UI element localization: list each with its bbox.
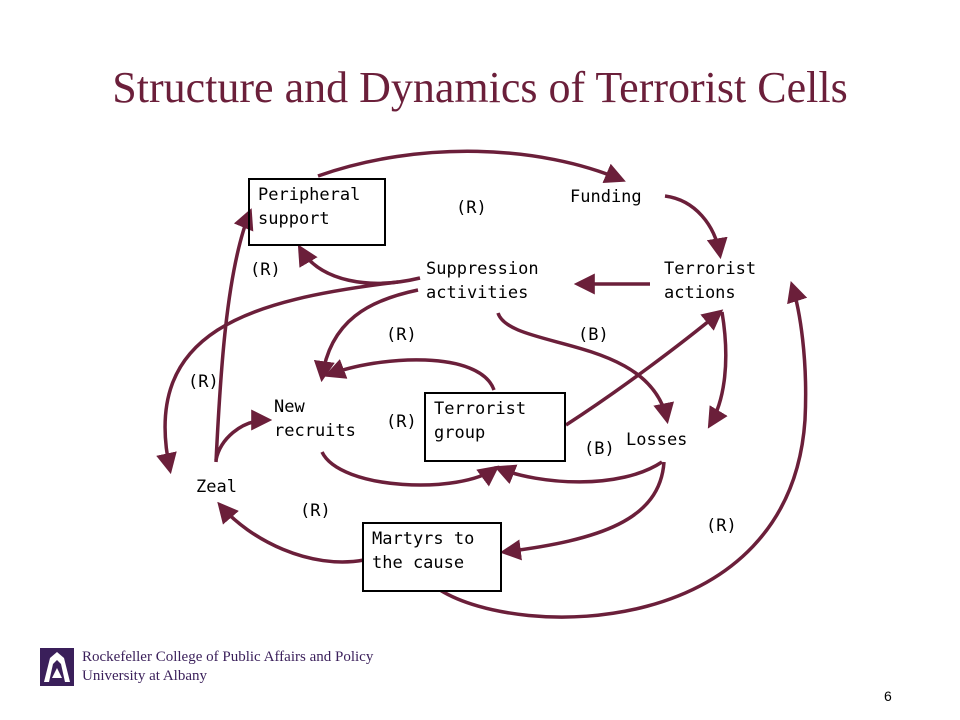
loop-label-left-upper: (R) [250, 260, 281, 280]
university-seal-icon [40, 648, 74, 686]
page-number: 6 [884, 688, 892, 704]
loop-label-bottom-right: (R) [706, 516, 737, 536]
slide-title: Structure and Dynamics of Terrorist Cell… [112, 63, 848, 112]
arrow-martyrs-to-actions [439, 280, 808, 619]
node-zeal: Zeal [196, 477, 237, 497]
node-terrorist-group: Terrorist group [424, 392, 566, 462]
arrow-zeal-to-peripheral [214, 208, 254, 463]
arrow-actions-to-losses [707, 311, 728, 429]
arrow-losses-to-martyrs [499, 461, 666, 561]
loop-label-top: (R) [456, 198, 487, 218]
arrow-group-to-recruits [324, 358, 496, 391]
arrow-zeal-to-recruits [214, 409, 273, 461]
loop-label-middle: (R) [386, 412, 417, 432]
arrow-group-to-actions [565, 309, 724, 427]
footer-institution: Rockefeller College of Public Affairs an… [82, 648, 373, 686]
node-losses: Losses [626, 430, 688, 450]
node-suppression-activities: Suppression activities [426, 259, 539, 303]
node-terrorist-actions: Terrorist actions [664, 259, 757, 303]
arrow-suppression-to-losses [496, 312, 674, 425]
footer-line-college: Rockefeller College of Public Affairs an… [82, 649, 374, 665]
arrow-suppression-to-zeal [156, 280, 399, 475]
loop-label-bottom-left: (R) [300, 501, 331, 521]
arrow-peripheral-to-funding [317, 149, 626, 184]
node-peripheral-support: Peripheral support [248, 178, 386, 246]
node-funding: Funding [570, 187, 642, 207]
arrow-losses-to-group [494, 460, 663, 485]
loop-label-far-left: (R) [188, 372, 219, 392]
arrow-martyrs-to-zeal [217, 501, 365, 564]
arrow-funding-to-actions [664, 194, 728, 260]
arrow-suppression-to-peripheral [297, 244, 421, 285]
footer-line-university: University at Albany [82, 668, 207, 684]
loop-label-lower-right: (B) [584, 439, 615, 459]
loop-label-center-right: (B) [578, 325, 609, 345]
loop-label-center-left: (R) [386, 325, 417, 345]
arrow-recruits-to-group [320, 451, 500, 487]
node-new-recruits: New recruits [274, 397, 356, 441]
node-martyrs-to-the-cause: Martyrs to the cause [362, 522, 502, 592]
